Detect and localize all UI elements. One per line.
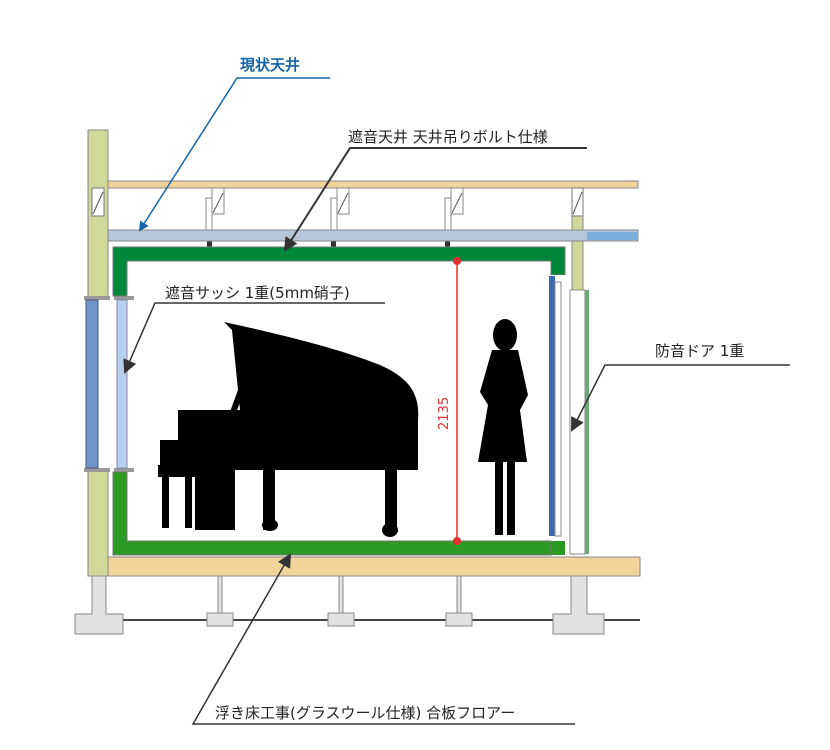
soundproof-door xyxy=(549,276,589,555)
label-soundproof-door: 防音ドア 1重 xyxy=(655,342,745,360)
floor-slab xyxy=(107,556,641,577)
sash-window xyxy=(114,296,134,472)
callout-leaders xyxy=(123,77,790,725)
roof-beam xyxy=(107,180,639,189)
label-soundproof-sash: 遮音サッシ 1重(5mm硝子) xyxy=(165,284,350,302)
foundation xyxy=(74,575,640,635)
ceiling-hangers xyxy=(205,187,464,247)
left-column xyxy=(84,129,110,577)
person-silhouette xyxy=(478,319,528,535)
dimension-label: 2135 xyxy=(437,396,452,430)
label-floating-floor: 浮き床工事(グラスウール仕様) 合板フロアー xyxy=(215,704,516,722)
ceiling-extension xyxy=(587,232,638,240)
label-current-ceiling: 現状天井 xyxy=(240,56,301,74)
existing-ceiling-board xyxy=(107,229,639,242)
height-dimension xyxy=(453,257,461,545)
grand-piano-silhouette xyxy=(158,322,419,537)
label-soundproof-ceiling: 遮音天井 天井吊りボルト仕様 xyxy=(348,128,548,146)
